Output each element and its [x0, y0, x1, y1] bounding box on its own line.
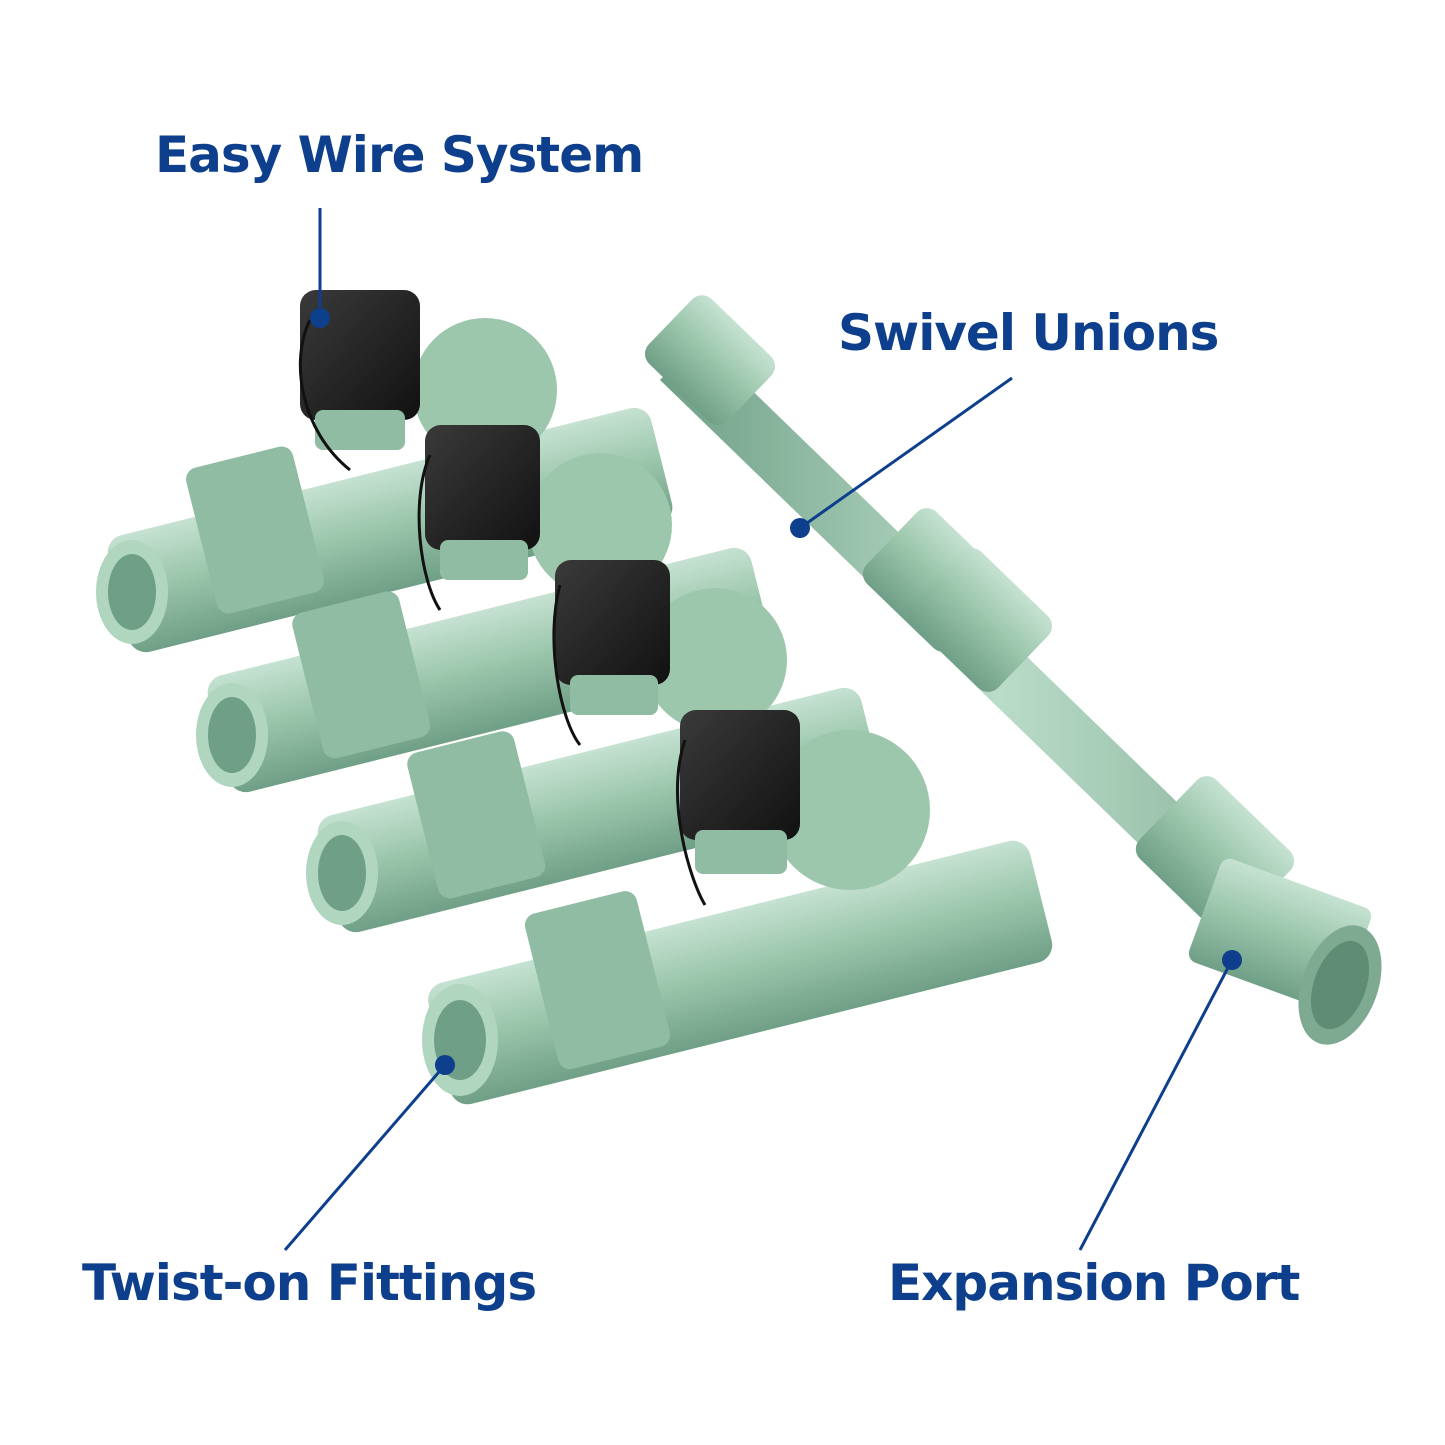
callout-expansion-port: Expansion Port: [888, 1254, 1300, 1312]
expansion-port: [1188, 858, 1382, 1045]
callout-swivel-unions: Swivel Unions: [838, 304, 1219, 362]
solenoid-wires: [298, 319, 707, 906]
callout-twist-on-fittings: Twist-on Fittings: [82, 1254, 537, 1312]
callout-easy-wire-system: Easy Wire System: [155, 126, 644, 184]
leader-lines: [283, 208, 1242, 1251]
